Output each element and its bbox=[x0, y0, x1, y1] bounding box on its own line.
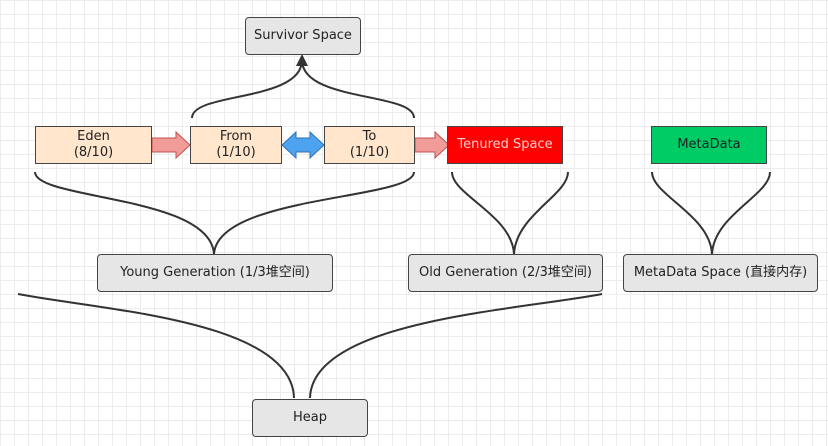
young-connector bbox=[34, 171, 215, 255]
to-label: To bbox=[362, 129, 377, 144]
survivor-arrowhead bbox=[296, 54, 308, 66]
young-generation-label: Young Generation (1/3堆空间) bbox=[120, 265, 310, 280]
survivor-connector bbox=[191, 59, 303, 119]
metaspace-connector bbox=[651, 171, 713, 255]
tenured-space-label: Tenured Space bbox=[457, 137, 553, 152]
heap-label: Heap bbox=[293, 410, 327, 425]
heap-node[interactable]: Heap bbox=[252, 399, 368, 437]
young-generation-node[interactable]: Young Generation (1/3堆空间) bbox=[97, 254, 333, 292]
metadata-space-node[interactable]: MetaData Space (直接内存) bbox=[623, 254, 818, 292]
to-ratio: (1/10) bbox=[349, 145, 390, 160]
from-node[interactable]: From (1/10) bbox=[190, 126, 282, 164]
to-node[interactable]: To (1/10) bbox=[324, 126, 415, 164]
metadata-space-label: MetaData Space (直接内存) bbox=[633, 265, 808, 280]
to-to-tenured-arrow bbox=[414, 130, 450, 160]
eden-ratio: (8/10) bbox=[73, 145, 114, 160]
metadata-node[interactable]: MetaData bbox=[651, 126, 767, 164]
from-ratio: (1/10) bbox=[216, 145, 256, 160]
eden-to-from-arrow bbox=[151, 130, 191, 160]
old-generation-node[interactable]: Old Generation (2/3堆空间) bbox=[408, 254, 603, 292]
from-label: From bbox=[219, 129, 253, 144]
from-to-arrow bbox=[281, 130, 325, 160]
survivor-space-node[interactable]: Survivor Space bbox=[245, 17, 361, 55]
eden-node[interactable]: Eden (8/10) bbox=[35, 126, 152, 164]
heap-connector bbox=[309, 293, 603, 399]
old-connector bbox=[451, 171, 515, 255]
eden-label: Eden bbox=[77, 129, 110, 144]
metaspace-connector bbox=[711, 171, 771, 255]
heap-connector bbox=[17, 293, 295, 399]
young-connector bbox=[213, 171, 415, 255]
survivor-space-label: Survivor Space bbox=[254, 28, 352, 43]
old-generation-label: Old Generation (2/3堆空间) bbox=[419, 265, 592, 280]
survivor-connector bbox=[301, 59, 415, 119]
old-connector bbox=[513, 171, 569, 255]
tenured-space-node[interactable]: Tenured Space bbox=[447, 126, 563, 164]
metadata-label: MetaData bbox=[677, 137, 741, 152]
